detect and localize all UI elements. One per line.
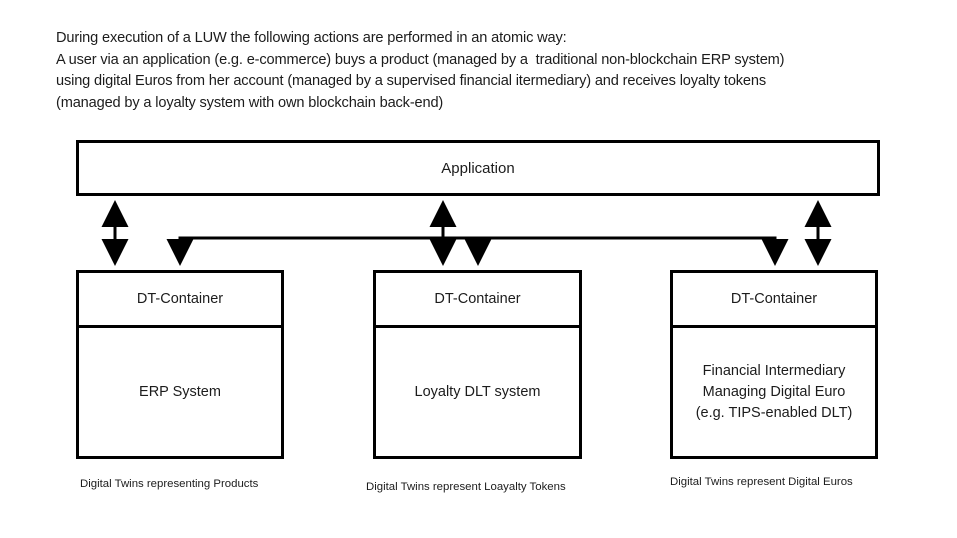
dt-container-header: DT-Container (673, 273, 875, 328)
description-line-2: A user via an application (e.g. e-commer… (56, 51, 785, 68)
dt-container-body: Financial Intermediary Managing Digital … (695, 362, 853, 421)
application-box: Application (76, 140, 880, 196)
dt-container-header: DT-Container (376, 273, 579, 328)
dt-container-header: DT-Container (79, 273, 281, 328)
dt-container-body: Loyalty DLT system (414, 383, 541, 400)
dt-container-erp: DT-Container ERP System (76, 270, 284, 459)
caption-loyalty-tokens: Digital Twins represent Loayalty Tokens (366, 481, 566, 493)
dt-container-financial-intermediary: DT-Container Financial Intermediary Mana… (670, 270, 878, 459)
description-line-1: During execution of a LUW the following … (56, 30, 567, 46)
distribution-bus (166, 236, 789, 266)
caption-products: Digital Twins representing Products (80, 478, 259, 490)
caption-digital-euros: Digital Twins represent Digital Euros (670, 476, 853, 488)
description-text: During execution of a LUW the following … (56, 28, 936, 114)
dt-container-loyalty: DT-Container Loyalty DLT system (373, 270, 582, 459)
application-label: Application (441, 159, 515, 177)
dt-container-body: ERP System (139, 383, 221, 400)
description-line-3: using digital Euros from her account (ma… (56, 73, 767, 89)
description-line-4: (managed by a loyalty system with own bl… (56, 94, 444, 111)
